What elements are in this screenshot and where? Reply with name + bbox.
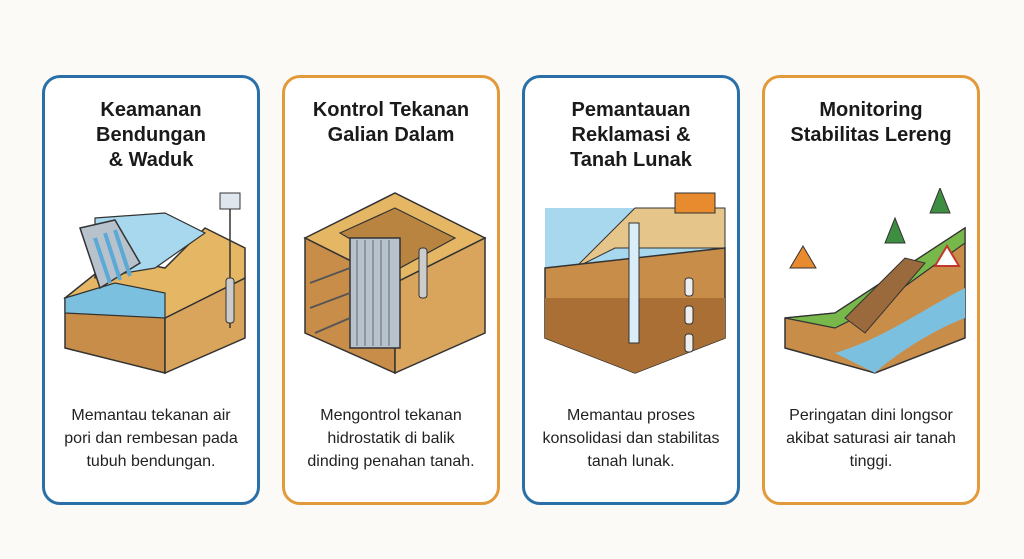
title-line: Reklamasi & [571,124,691,146]
description-line: tanah lunak. [587,453,675,470]
card-description: Memantau tekanan air pori dan rembesan p… [51,404,251,473]
card-dam-safety: Keamanan Bendungan & Waduk Memantau teka… [42,75,260,505]
title-line: Bendungan [96,124,206,146]
slope-landslide-icon [784,188,966,374]
title-line: Tanah Lunak [570,149,692,171]
excavation-sheet-pile-icon [303,192,487,375]
description-line: Memantau tekanan air [71,407,231,424]
title-line: Stabilitas Lereng [790,124,952,146]
card-title: Pemantauan Reklamasi & Tanah Lunak [525,98,737,173]
card-description: Memantau proses konsolidasi dan stabilit… [531,404,731,473]
description-line: dinding penahan tanah. [307,453,475,470]
card-reclamation: Pemantauan Reklamasi & Tanah Lunak Meman… [522,75,740,505]
title-line: Kontrol Tekanan [312,99,470,121]
dam-piezometer-icon [63,192,246,375]
card-description: Peringatan dini longsor akibat saturasi … [771,404,971,473]
description-line: tubuh bendungan. [86,453,216,470]
description-line: Mengontrol tekanan [320,407,462,424]
description-line: konsolidasi dan stabilitas [542,430,720,447]
title-line: & Waduk [108,149,194,171]
title-line: Monitoring [819,99,923,121]
card-title: Keamanan Bendungan & Waduk [45,98,257,173]
description-line: akibat saturasi air tanah [786,430,956,447]
description-line: Memantau proses [566,407,696,424]
title-line: Galian Dalam [327,124,455,146]
description-line: Peringatan dini longsor [789,407,953,424]
description-line: pori dan rembesan pada [64,430,238,447]
reclamation-soft-soil-icon [544,192,726,374]
card-slope-stability: Monitoring Stabilitas Lereng Peringatan … [762,75,980,505]
description-line: tinggi. [849,453,893,470]
card-description: Mengontrol tekanan hidrostatik di balik … [291,404,491,473]
card-deep-excavation: Kontrol Tekanan Galian Dalam Mengontrol … [282,75,500,505]
title-line: Pemantauan [571,99,691,121]
description-line: hidrostatik di balik [327,430,455,447]
title-line: Keamanan [100,99,202,121]
card-title: Kontrol Tekanan Galian Dalam [285,98,497,148]
card-title: Monitoring Stabilitas Lereng [765,98,977,148]
